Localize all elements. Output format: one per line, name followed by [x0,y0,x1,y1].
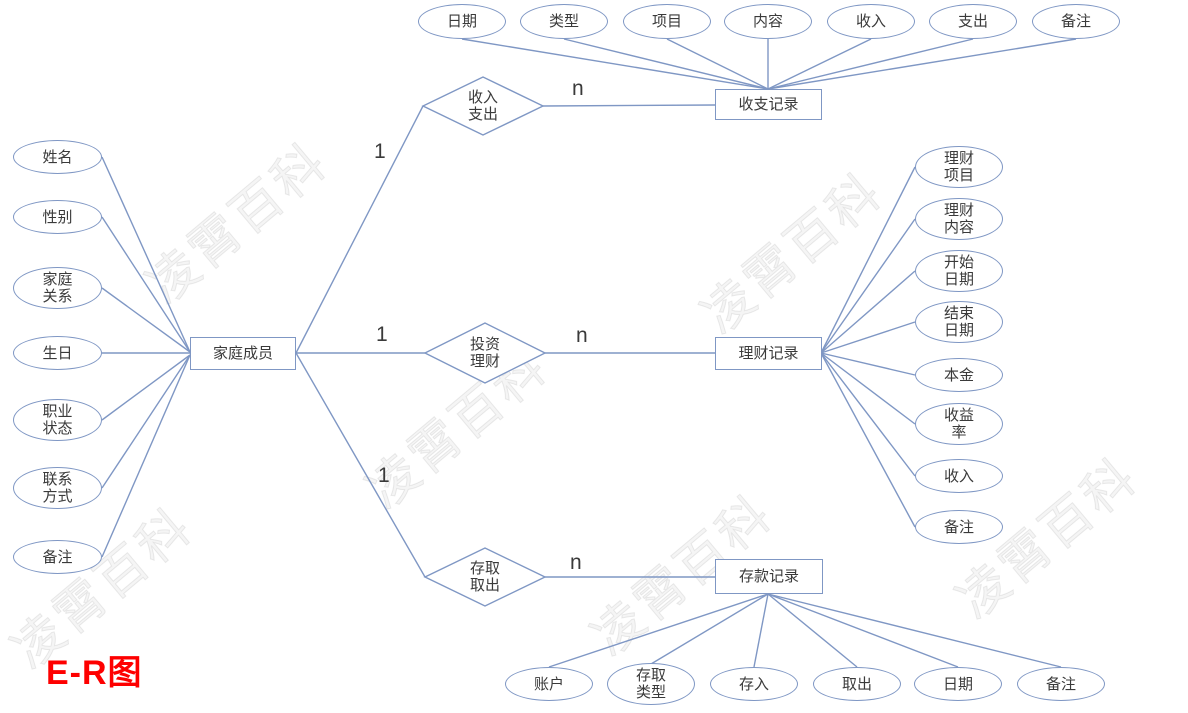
attr-ie-expense: 支出 [929,4,1017,39]
attr-fin-content: 理财 内容 [915,198,1003,240]
attr-fin-project: 理财 项目 [915,146,1003,188]
attr-family-contact: 联系 方式 [13,467,102,509]
diagram-title: E-R图 [46,654,143,692]
attr-fin-yield-rate: 收益 率 [915,403,1003,445]
attr-ie-date: 日期 [418,4,506,39]
attr-dep-note: 备注 [1017,667,1105,701]
attr-dep-deposit: 存入 [710,667,798,701]
entity-family-member: 家庭成员 [190,337,296,370]
cardinality-one-top: 1 [374,140,386,163]
attr-family-relation: 家庭 关系 [13,267,102,309]
family-attribute-connectors [101,156,191,558]
rel-income-expense-label: 收入 支出 [467,89,498,123]
attr-family-note: 备注 [13,540,102,574]
deposit-diamond-shape [423,547,547,607]
entity-income-expense-record: 收支记录 [715,89,822,120]
attr-family-name: 姓名 [13,140,102,174]
attr-dep-type: 存取 类型 [607,663,695,705]
deposit-attribute-connectors [548,593,1062,668]
attr-ie-type: 类型 [520,4,608,39]
attr-fin-income: 收入 [915,459,1003,493]
attr-fin-end-date: 结束 日期 [915,301,1003,343]
attr-family-gender: 性别 [13,200,102,234]
income-expense-diamond-shape [421,76,545,136]
family-relationship-connectors [295,104,716,578]
finance-attribute-connectors [820,166,916,528]
cardinality-one-middle: 1 [376,323,388,346]
attr-dep-withdraw: 取出 [813,667,901,701]
rel-deposit-label: 存取 取出 [469,560,500,594]
attr-dep-account: 账户 [505,667,593,701]
attr-ie-income: 收入 [827,4,915,39]
attr-dep-date: 日期 [914,667,1002,701]
attr-ie-item: 项目 [623,4,711,39]
attr-fin-principal: 本金 [915,358,1003,392]
attr-ie-content: 内容 [724,4,812,39]
invest-diamond-shape [423,322,547,384]
entity-deposit-record: 存款记录 [715,559,823,594]
attr-family-occupation-status: 职业 状态 [13,399,102,441]
attr-family-birthday: 生日 [13,336,102,370]
income-expense-attribute-connectors [461,38,1077,90]
entity-finance-record: 理财记录 [715,337,822,370]
rel-invest-label: 投资 理财 [469,336,500,370]
attr-ie-note: 备注 [1032,4,1120,39]
cardinality-n-middle: n [576,324,588,347]
cardinality-n-top: n [572,77,584,100]
relationship-diamonds [421,76,547,607]
attr-fin-note: 备注 [915,510,1003,544]
attr-fin-start-date: 开始 日期 [915,250,1003,292]
cardinality-one-bottom: 1 [378,464,390,487]
cardinality-n-bottom: n [570,551,582,574]
